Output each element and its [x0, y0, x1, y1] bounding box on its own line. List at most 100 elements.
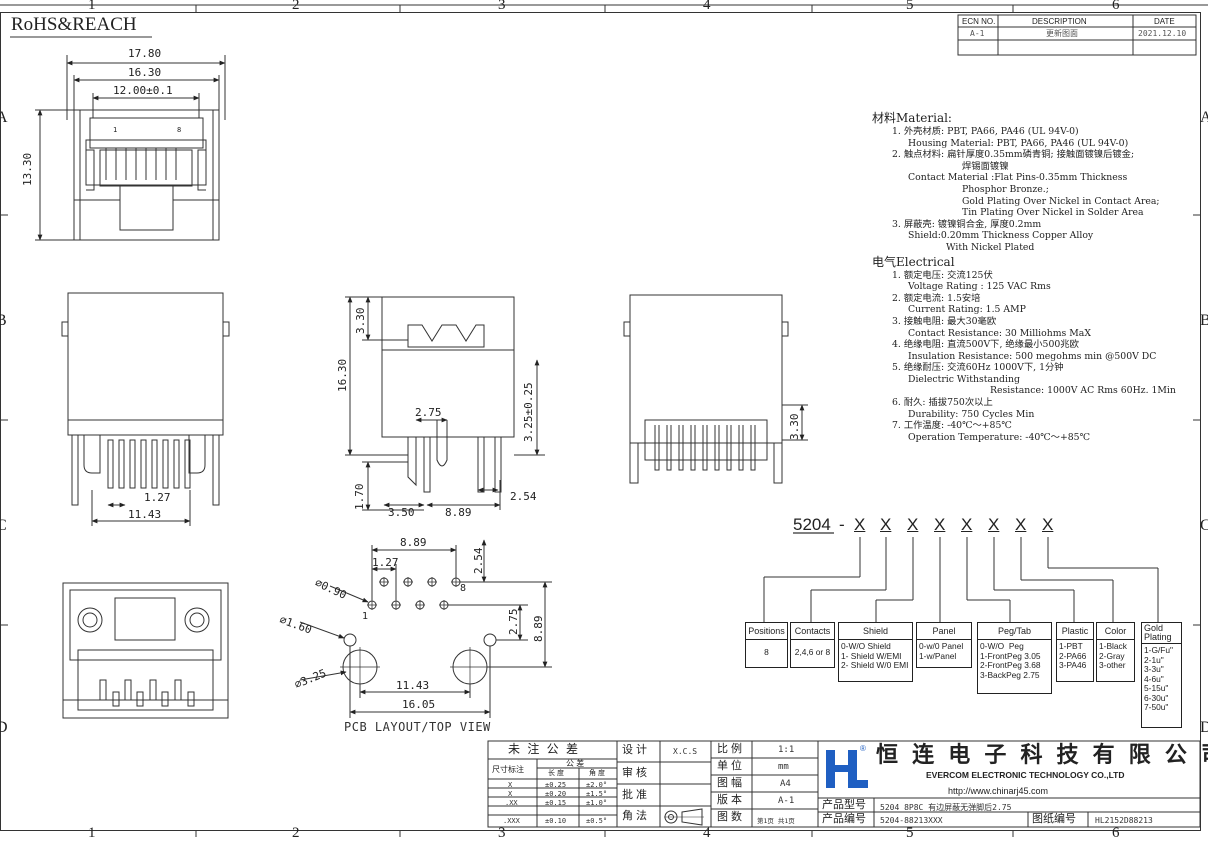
- back-view-outline: [623, 294, 789, 484]
- border-row-b: B: [0, 312, 7, 329]
- design-label: 设 计: [622, 744, 648, 756]
- part-number-tree-lines: [763, 537, 1159, 622]
- dim-17-80: 17.80: [128, 47, 162, 60]
- tolerance-row-3-label: .XX: [505, 799, 518, 807]
- electrical-line: 2. 额定电流: 1.5安培: [892, 292, 981, 304]
- dim-pcb-11-43: 11.43: [396, 679, 430, 692]
- tolerance-row-1-angle: ±2.0°: [586, 781, 608, 789]
- option-body: 0-w/0 Panel 1-w/Panel: [919, 641, 964, 661]
- pcb-extension-lines: [349, 545, 552, 718]
- product-code-value: 5204-88213XXX: [880, 816, 943, 825]
- size-value: A4: [780, 779, 791, 789]
- option-body: 0-W/O Shield 1- Shield W/EMI 2- Shield W…: [841, 641, 909, 670]
- revision-ecn-value: A-1: [970, 29, 985, 38]
- top-view-extension-lines: [35, 55, 226, 241]
- unit-label: 单 位: [717, 760, 743, 772]
- top-view-pin-1: 1: [113, 126, 118, 134]
- logo-registered-mark: ®: [860, 744, 866, 753]
- option-box-contacts: Contacts 2,4,6 or 8: [790, 622, 835, 668]
- front-view-extension-lines: [91, 490, 191, 526]
- border-col-2-bottom: 2: [292, 825, 300, 841]
- revision-header-date: DATE: [1154, 17, 1175, 26]
- option-title: Contacts: [791, 623, 834, 640]
- electrical-line: 5. 绝缘耐压: 交流60Hz 1000V下, 1分钟: [892, 362, 1064, 374]
- option-body: 8: [764, 647, 769, 657]
- option-title: Color: [1097, 623, 1134, 640]
- pcb-dimension-lines: [349, 539, 548, 715]
- part-number-field-4: X: [934, 515, 946, 534]
- top-view-contacts: [105, 148, 177, 180]
- dim-12-00: 12.00±0.1: [113, 84, 173, 97]
- title-block-grid: [487, 740, 1201, 828]
- dim-3-50-side: 3.50: [388, 506, 415, 519]
- dim-13-30: 13.30: [21, 152, 34, 186]
- pcb-holes-row2: [367, 600, 449, 610]
- dim-1-27-front: 1.27: [144, 491, 171, 504]
- option-title: Shield: [839, 623, 912, 640]
- electrical-line: Operation Temperature: -40℃～+85℃: [908, 431, 1090, 443]
- company-name-en: EVERCOM ELECTRONIC TECHNOLOGY CO.,LTD: [926, 770, 1125, 780]
- tolerance-row-4-angle: ±0.5°: [586, 817, 608, 825]
- dim-1-70-side: 1.70: [353, 483, 366, 511]
- tolerance-row-2-angle: ±1.5°: [586, 790, 608, 798]
- tolerance-title: 未 注 公 差: [508, 742, 581, 756]
- border-col-5-bottom: 5: [906, 825, 914, 841]
- frame-row-ticks: [0, 214, 1201, 626]
- side-view-extension-lines: [345, 296, 545, 511]
- dim-2-54-side: 2.54: [510, 490, 537, 503]
- border-col-4: 4: [703, 0, 711, 13]
- bottom-view-pins: [99, 679, 195, 707]
- dimension-label: 尺寸标注: [492, 765, 524, 774]
- option-title: Peg/Tab: [978, 623, 1051, 640]
- border-col-1: 1: [88, 0, 96, 13]
- dim-pcb-16-05: 16.05: [402, 698, 436, 711]
- drawing-number-value: HL2152D88213: [1095, 816, 1153, 825]
- border-col-6: 6: [1112, 0, 1120, 13]
- material-line: 3. 屏蔽壳: 镀镍铜合金, 厚度0.2mm: [892, 218, 1042, 230]
- material-title: 材料Material:: [872, 111, 952, 125]
- angle-method-label: 角 法: [622, 810, 648, 822]
- part-number-base: 5204: [793, 515, 831, 534]
- border-col-3-bottom: 3: [498, 825, 506, 841]
- electrical-line: Current Rating: 1.5 AMP: [908, 304, 1026, 316]
- electrical-line: 3. 接触电阻: 最大30毫欧: [892, 315, 997, 327]
- border-col-1-bottom: 1: [88, 825, 96, 841]
- top-view-dimension-lines: [37, 60, 226, 241]
- border-col-5: 5: [906, 0, 914, 13]
- front-view-pins: [107, 439, 191, 489]
- part-number-field-7: X: [1015, 515, 1027, 534]
- drawing-number-label: 图纸编号: [1032, 813, 1076, 825]
- option-title: Gold Plating: [1142, 623, 1181, 644]
- material-line: Contact Material :Flat Pins-0.35mm Thick…: [908, 172, 1128, 184]
- tolerance-row-1-length: ±0.25: [545, 781, 567, 789]
- electrical-line: 7. 工作温度: -40℃～+85℃: [892, 420, 1012, 432]
- dim-3-25-side: 3.25±0.25: [522, 382, 535, 442]
- tolerance-header: 公 差: [566, 759, 585, 768]
- border-row-a: A: [0, 109, 8, 126]
- revision-description-value: 更新图面: [1046, 29, 1078, 38]
- revision-table-grid: [957, 14, 1197, 56]
- electrical-line: Dielectric Withstanding: [908, 373, 1020, 385]
- company-name-cn: 恒 连 电 子 科 技 有 限 公 司: [876, 742, 1208, 767]
- electrical-line: Resistance: 1000V AC Rms 60Hz. 1Min: [990, 385, 1176, 397]
- version-label: 版 本: [717, 794, 743, 806]
- part-number-field-2: X: [880, 515, 892, 534]
- border-col-2: 2: [292, 0, 300, 13]
- spec-notes: 材料Material: 1. 外壳材质: PBT, PA66, PA46 (UL…: [872, 110, 1176, 443]
- review-label: 审 核: [622, 767, 648, 779]
- dim-3-30-back: 3.30: [788, 413, 801, 441]
- version-value: A-1: [778, 796, 795, 806]
- option-title: Positions: [746, 623, 787, 640]
- company-website: http://www.chinarj45.com: [948, 786, 1049, 796]
- option-box-shield: Shield 0-W/O Shield 1- Shield W/EMI 2- S…: [838, 622, 913, 682]
- option-box-color: Color 1-Black 2-Gray 3-other: [1096, 622, 1135, 682]
- pcb-hole-crosses: [367, 577, 461, 610]
- material-line: Tin Plating Over Nickel in Solder Area: [962, 207, 1144, 219]
- electrical-line: Insulation Resistance: 500 megohms min @…: [908, 350, 1157, 362]
- tolerance-row-3-angle: ±1.0°: [586, 799, 608, 807]
- pages-label: 图 数: [717, 811, 743, 823]
- option-box-plastic: Plastic 1-PBT 2-PA66 3-PA46: [1056, 622, 1094, 682]
- option-body: 0-W/O Peg 1-FrontPeg 3.05 2-FrontPeg 3.6…: [980, 641, 1041, 680]
- model-value: 5204 8P8C 有边屏蔽无弹脚后2.75: [880, 803, 1012, 812]
- part-number-field-3: X: [907, 515, 919, 534]
